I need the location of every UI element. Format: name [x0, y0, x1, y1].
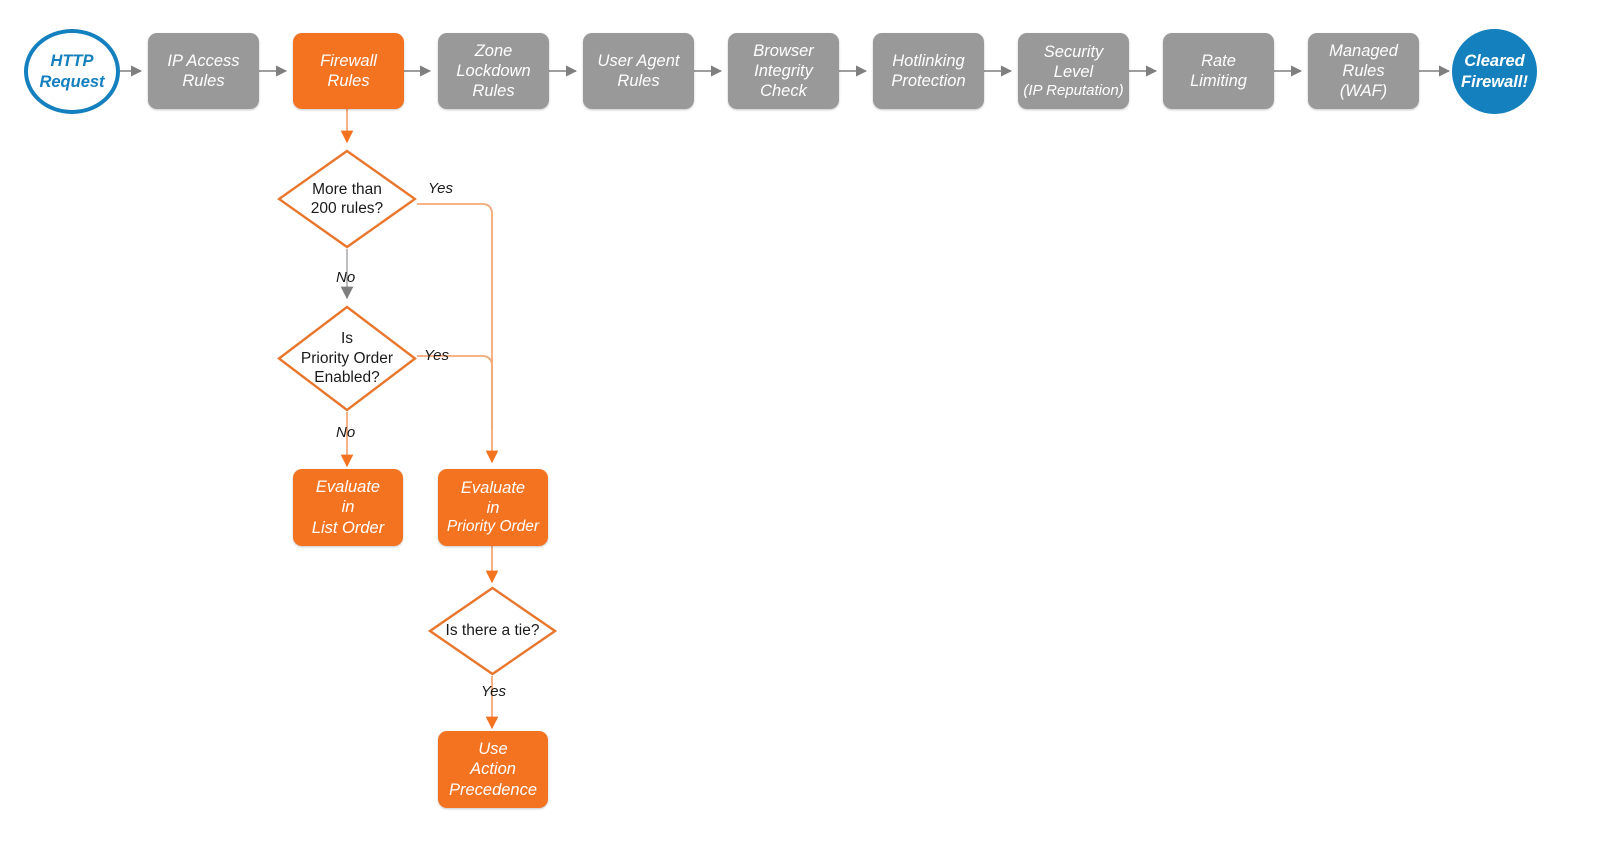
node-firewall-rules[interactable]: Firewall Rules	[293, 33, 404, 109]
node-decision-is-there-a-tie[interactable]: Is there a tie?	[428, 586, 557, 676]
node-security-level[interactable]: Security Level (IP Reputation)	[1018, 33, 1129, 109]
label-line: Zone	[474, 41, 513, 60]
label-line: Firewall!	[1461, 72, 1528, 91]
node-use-action-precedence[interactable]: Use Action Precedence	[438, 731, 548, 808]
label-line: Level	[1053, 62, 1094, 81]
node-label: Security Level (IP Reputation)	[1023, 42, 1123, 101]
node-label: Zone Lockdown Rules	[456, 41, 530, 101]
edge-decision1-yes-to-priority-order	[417, 203, 499, 464]
label-line: 200 rules?	[310, 200, 384, 217]
node-label: Is there a tie?	[446, 621, 540, 640]
node-user-agent-rules[interactable]: User Agent Rules	[583, 33, 694, 109]
label-line: (IP Reputation)	[1023, 81, 1124, 99]
node-label: IP Access Rules	[167, 51, 239, 91]
node-cleared-firewall-label: Cleared Firewall!	[1461, 51, 1528, 91]
edge-label-decision1-no: No	[336, 269, 356, 286]
node-zone-lockdown-rules[interactable]: Zone Lockdown Rules	[438, 33, 549, 109]
node-http-request[interactable]: HTTP Request	[24, 29, 120, 114]
label-line: Browser	[753, 41, 814, 60]
node-decision-more-than-200-rules[interactable]: More than 200 rules?	[277, 149, 417, 249]
label-line: Lockdown	[456, 61, 531, 80]
node-label: Use Action Precedence	[449, 739, 537, 799]
node-label: Is Priority Order Enabled?	[301, 329, 393, 387]
node-label: Hotlinking Protection	[891, 51, 965, 91]
label-line: Firewall	[320, 51, 377, 70]
label-line: Rules	[182, 72, 225, 90]
label-line: Evaluate	[315, 478, 381, 497]
label-line: Is there a tie?	[445, 622, 540, 640]
label-line: Precedence	[448, 780, 538, 799]
label-line: Hotlinking	[892, 51, 965, 70]
edge-label-decision3-yes: Yes	[481, 683, 507, 700]
node-evaluate-in-list-order[interactable]: Evaluate in List Order	[293, 469, 403, 546]
label-line: Security	[1043, 42, 1104, 61]
node-label: More than 200 rules?	[311, 180, 383, 219]
label-line: IP Access	[167, 51, 240, 70]
label-line: Rules	[472, 82, 515, 101]
label-line: List Order	[311, 518, 385, 537]
label-line: Protection	[891, 72, 966, 90]
node-http-request-label: HTTP Request	[39, 51, 104, 91]
label-line: Rules	[1342, 61, 1385, 80]
edge-label-decision1-yes: Yes	[428, 180, 454, 197]
node-managed-rules-waf[interactable]: Managed Rules (WAF)	[1308, 33, 1419, 109]
label-line: Use	[478, 740, 508, 759]
label-line: Evaluate	[460, 478, 526, 497]
label-line: More than	[312, 180, 382, 198]
label-line: User Agent	[597, 51, 680, 70]
node-label: Evaluate in Priority Order	[447, 478, 539, 537]
label-line: Is	[340, 330, 354, 348]
label-line: Rules	[327, 72, 370, 90]
node-hotlinking-protection[interactable]: Hotlinking Protection	[873, 33, 984, 109]
label-line: in	[486, 499, 500, 518]
label-line: Request	[39, 72, 105, 91]
label-line: HTTP	[50, 52, 94, 71]
node-decision-is-priority-order-enabled[interactable]: Is Priority Order Enabled?	[277, 305, 417, 412]
node-cleared-firewall[interactable]: Cleared Firewall!	[1452, 29, 1537, 114]
label-line: in	[341, 498, 355, 517]
diamond-shape	[277, 305, 417, 412]
node-label: Firewall Rules	[320, 51, 377, 91]
node-label: Managed Rules (WAF)	[1329, 41, 1398, 101]
label-line: Priority Order	[446, 518, 540, 536]
label-line: Cleared	[1464, 52, 1525, 71]
label-line: Integrity	[754, 61, 813, 80]
edge-decision2-yes-to-priority-order	[417, 355, 493, 430]
node-evaluate-in-priority-order[interactable]: Evaluate in Priority Order	[438, 469, 548, 546]
label-line: Managed	[1329, 41, 1398, 60]
edge-label-decision2-yes: Yes	[424, 347, 450, 364]
node-label: Rate Limiting	[1190, 51, 1247, 91]
label-line: Action	[470, 760, 516, 779]
label-line: Check	[760, 82, 807, 101]
diamond-shape	[428, 586, 557, 676]
node-label: Evaluate in List Order	[312, 477, 384, 537]
node-browser-integrity-check[interactable]: Browser Integrity Check	[728, 33, 839, 109]
node-label: Browser Integrity Check	[753, 41, 814, 101]
edge-label-decision2-no: No	[336, 424, 356, 441]
diamond-shape	[277, 149, 417, 249]
label-line: Rate	[1201, 51, 1236, 70]
node-ip-access-rules[interactable]: IP Access Rules	[148, 33, 259, 109]
label-line: Priority Order	[300, 349, 394, 367]
node-rate-limiting[interactable]: Rate Limiting	[1163, 33, 1274, 109]
label-line: Enabled?	[314, 369, 380, 387]
node-label: User Agent Rules	[598, 51, 680, 91]
label-line: Limiting	[1190, 72, 1247, 90]
label-line: Rules	[617, 72, 660, 90]
label-line: (WAF)	[1339, 82, 1388, 101]
